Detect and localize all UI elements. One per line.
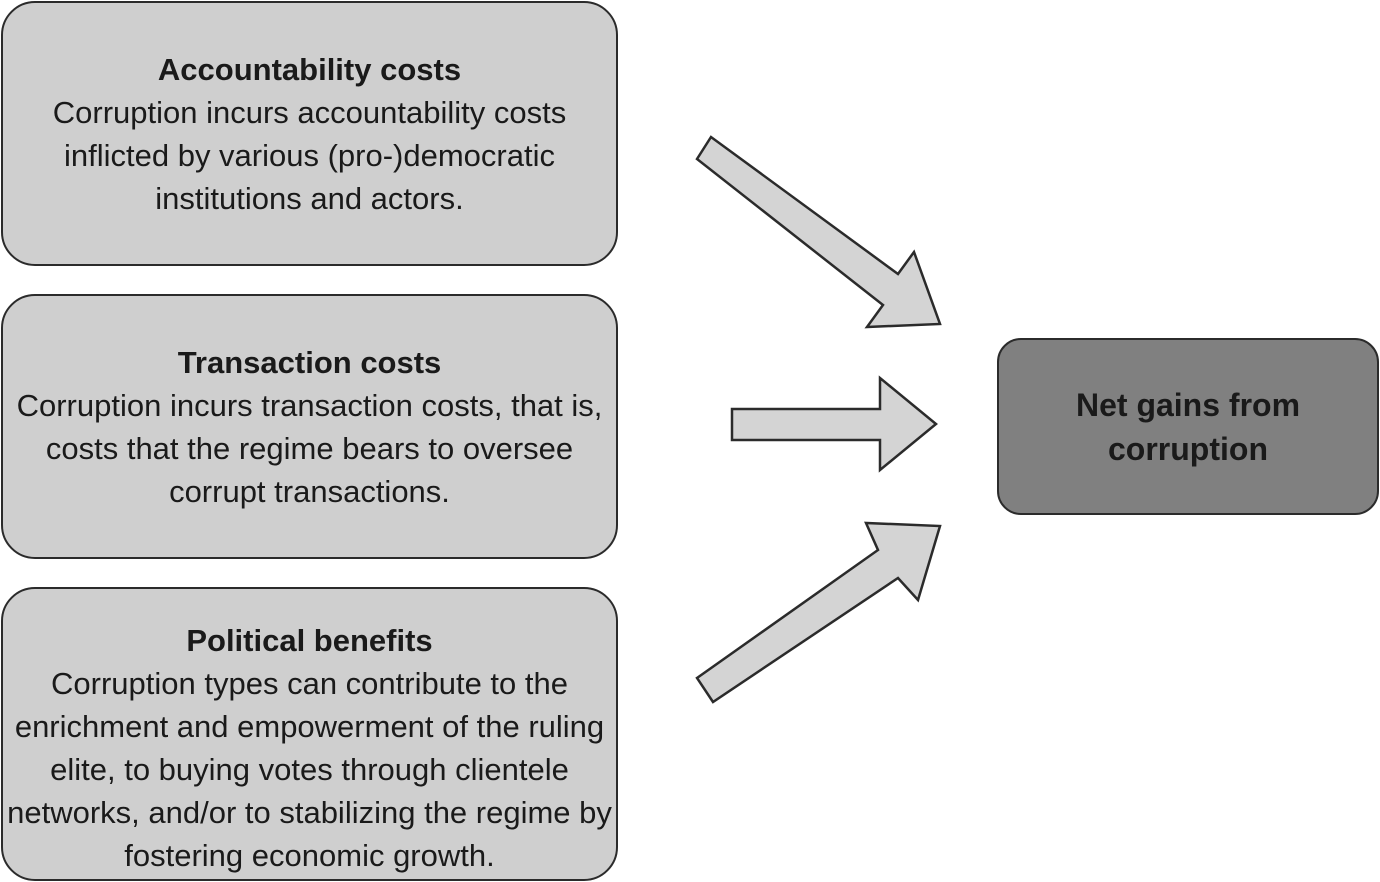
- net-gains-label: Net gains from corruption: [1075, 386, 1301, 467]
- arrow-accountability-to-net: [695, 135, 942, 329]
- accountability-costs-title: Accountability costs: [157, 51, 462, 87]
- accountability-costs-text: Corruption incurs accountability costs i…: [52, 94, 567, 216]
- political-benefits-box: Political benefits Corruption types can …: [1, 587, 618, 881]
- arrow-transaction-to-net: [730, 375, 938, 473]
- transaction-costs-title: Transaction costs: [177, 344, 442, 380]
- transaction-costs-box: Transaction costs Corruption incurs tran…: [1, 294, 618, 559]
- political-benefits-text: Corruption types can contribute to the e…: [7, 666, 612, 873]
- transaction-costs-text: Corruption incurs transaction costs, tha…: [16, 387, 603, 509]
- arrow-political-to-net: [695, 521, 942, 704]
- accountability-costs-box: Accountability costs Corruption incurs a…: [1, 1, 618, 266]
- net-gains-box: Net gains from corruption: [997, 338, 1379, 515]
- political-benefits-title: Political benefits: [186, 623, 433, 658]
